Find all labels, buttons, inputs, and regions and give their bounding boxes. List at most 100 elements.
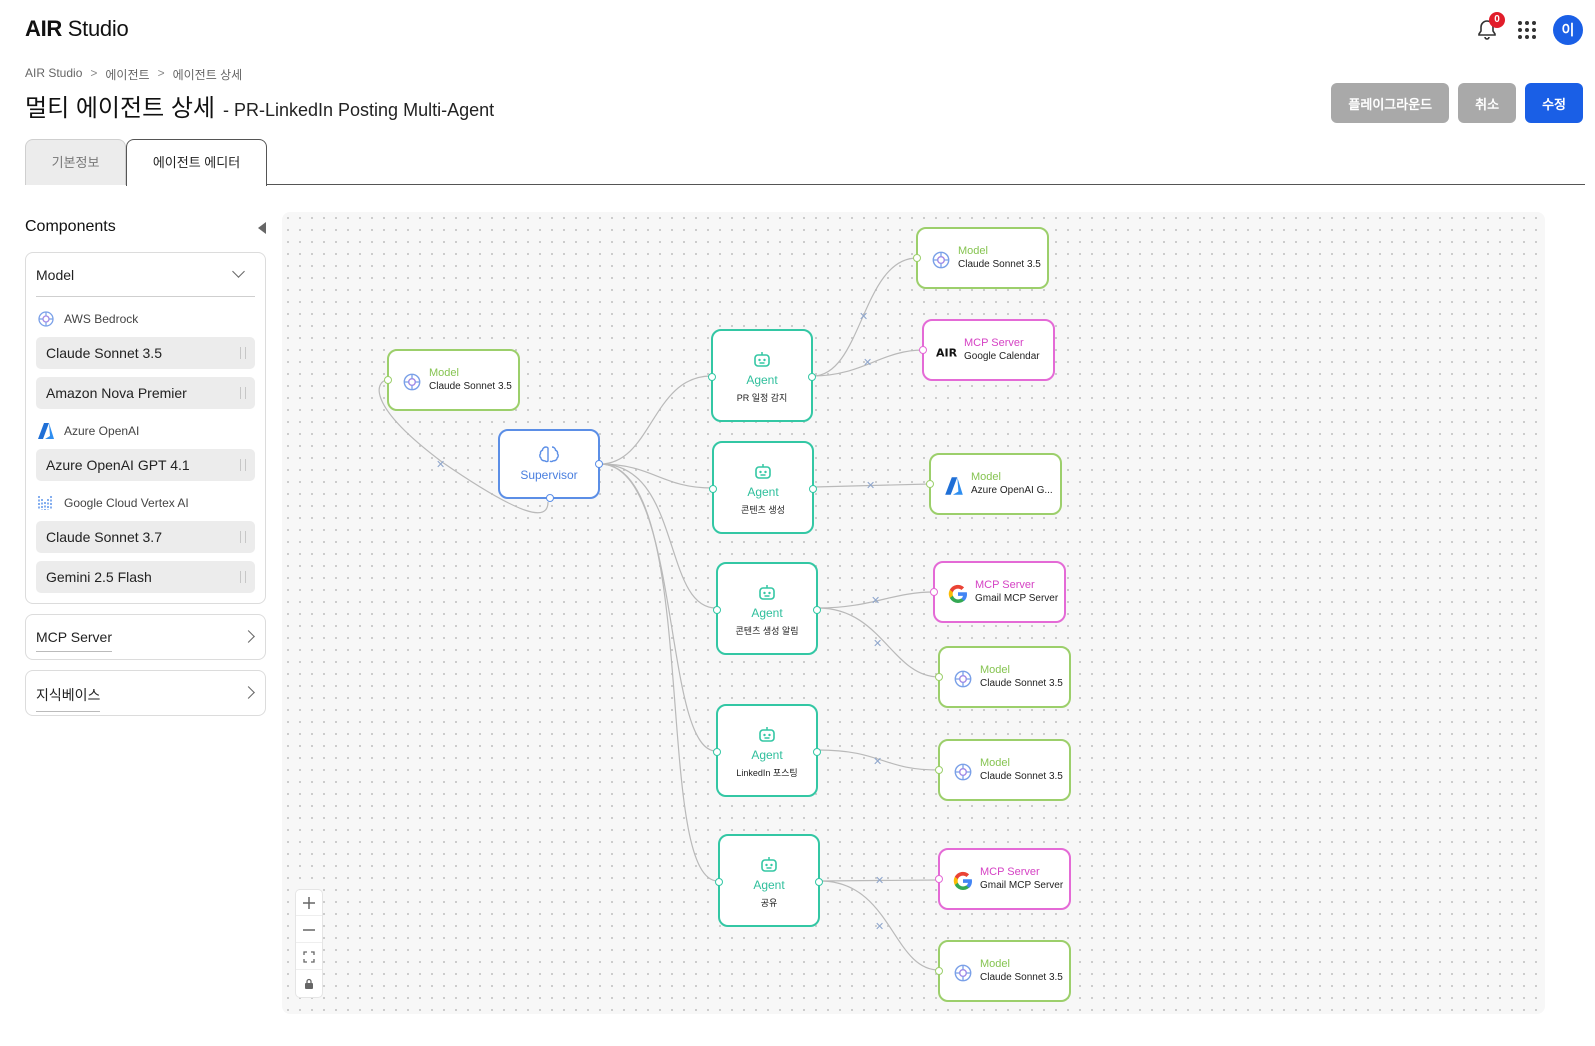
node-supervisor[interactable]: Supervisor — [498, 429, 603, 502]
edge-supervisor-agent-5 — [599, 463, 719, 882]
node-agent-pr-schedule[interactable]: Agent PR 일정 감지 — [708, 329, 816, 422]
drag-handle-icon[interactable] — [240, 531, 246, 543]
node-handle[interactable] — [926, 480, 934, 488]
tab-bar: 기본정보 에이전트 에디터 — [25, 139, 1585, 186]
node-handle[interactable] — [809, 485, 817, 493]
flow-canvas[interactable]: ✕ ✕ ✕ ✕ ✕ ✕ ✕ ✕ ✕ Model Claude Sonnet 3.… — [282, 212, 1545, 1014]
fit-view-button[interactable] — [296, 944, 322, 970]
node-handle[interactable] — [709, 485, 717, 493]
model-item-claude-sonnet-3-7[interactable]: Claude Sonnet 3.7 — [36, 521, 255, 553]
model-item-azure-openai-gpt-4-1[interactable]: Azure OpenAI GPT 4.1 — [36, 449, 255, 481]
robot-icon — [754, 352, 770, 367]
node-handle[interactable] — [384, 376, 392, 384]
breadcrumb-item-air-studio[interactable]: AIR Studio — [25, 66, 83, 80]
node-handle[interactable] — [813, 606, 821, 614]
node-tool-model-1[interactable]: Model Claude Sonnet 3.5 — [913, 227, 1049, 289]
node-agent-linkedin-posting[interactable]: Agent LinkedIn 포스팅 — [713, 704, 821, 797]
components-sidebar: Components Model AWS Bedrock Claude Sonn… — [25, 214, 266, 716]
node-tool-mcp-gmail-2[interactable]: MCP Server Gmail MCP Server — [935, 848, 1071, 910]
notification-badge: 0 — [1489, 12, 1505, 28]
zoom-out-button[interactable] — [296, 917, 322, 943]
node-tool-model-2[interactable]: Model Claude Sonnet 3.5 — [935, 646, 1071, 708]
drag-handle-icon[interactable] — [240, 571, 246, 583]
node-handle[interactable] — [713, 748, 721, 756]
aws-bedrock-icon — [403, 373, 421, 391]
tab-agent-editor[interactable]: 에이전트 에디터 — [126, 139, 267, 186]
playground-button[interactable]: 플레이그라운드 — [1331, 83, 1450, 123]
node-type-label: MCP Server — [975, 579, 1035, 591]
knowledge-base-section-header[interactable]: 지식베이스 — [26, 671, 265, 715]
model-item-amazon-nova-premier[interactable]: Amazon Nova Premier — [36, 377, 255, 409]
node-handle[interactable] — [935, 673, 943, 681]
node-handle[interactable] — [913, 254, 921, 262]
edge-supervisor-agent-1 — [599, 375, 712, 465]
node-tool-mcp-google-calendar[interactable]: AIR MCP Server Google Calendar — [919, 319, 1055, 381]
aws-bedrock-icon — [932, 251, 950, 269]
chevron-right-icon[interactable] — [242, 686, 255, 699]
node-handle[interactable] — [546, 494, 554, 502]
mcp-server-section-header[interactable]: MCP Server — [26, 615, 265, 659]
node-handle[interactable] — [919, 346, 927, 354]
zoom-in-button[interactable] — [296, 890, 322, 916]
node-handle[interactable] — [713, 606, 721, 614]
breadcrumb-item-agents[interactable]: 에이전트 — [105, 68, 150, 82]
node-handle[interactable] — [595, 460, 603, 468]
model-item-claude-sonnet-3-5[interactable]: Claude Sonnet 3.5 — [36, 337, 255, 369]
edge-delete-icon: ✕ — [875, 874, 884, 887]
node-type-label: Agent — [747, 485, 779, 499]
node-handle[interactable] — [708, 373, 716, 381]
node-name-label: 공유 — [760, 898, 778, 908]
lock-icon — [305, 978, 313, 989]
app-logo[interactable]: AIR Studio — [25, 16, 129, 41]
node-name-label: LinkedIn 포스팅 — [736, 768, 798, 778]
mcp-server-section-label: MCP Server — [36, 629, 112, 652]
node-handle[interactable] — [935, 766, 943, 774]
model-section: Model AWS Bedrock Claude Sonnet 3.5 Amaz… — [25, 252, 266, 604]
knowledge-base-section[interactable]: 지식베이스 — [25, 670, 266, 716]
lock-button[interactable] — [296, 971, 322, 997]
edge-delete-icon: ✕ — [436, 458, 445, 471]
robot-icon — [759, 727, 775, 742]
drag-handle-icon[interactable] — [240, 387, 246, 399]
node-tool-model-3[interactable]: Model Claude Sonnet 3.5 — [935, 739, 1071, 801]
edit-button[interactable]: 수정 — [1525, 83, 1583, 123]
node-handle[interactable] — [715, 878, 723, 886]
drag-handle-icon[interactable] — [240, 347, 246, 359]
node-handle[interactable] — [808, 373, 816, 381]
mcp-server-section[interactable]: MCP Server — [25, 614, 266, 660]
apps-grid-icon[interactable] — [1516, 19, 1538, 41]
node-name-label: Gmail MCP Server — [975, 593, 1059, 604]
node-tool-mcp-gmail-1[interactable]: MCP Server Gmail MCP Server — [930, 561, 1066, 623]
edge-delete-icon: ✕ — [873, 637, 882, 650]
edge-supervisor-agent-3 — [599, 463, 717, 609]
knowledge-base-section-label: 지식베이스 — [36, 685, 101, 712]
provider-label: Azure OpenAI — [64, 424, 140, 438]
model-section-header[interactable]: Model — [36, 253, 255, 297]
plus-icon — [303, 896, 315, 909]
tab-basic-info[interactable]: 기본정보 — [25, 139, 126, 185]
brain-icon — [539, 446, 559, 463]
node-handle[interactable] — [935, 875, 943, 883]
edge-agent1-mcp — [812, 349, 924, 377]
node-handle[interactable] — [935, 967, 943, 975]
node-agent-content-notify[interactable]: Agent 콘텐츠 생성 알림 — [713, 562, 821, 655]
node-agent-share[interactable]: Agent 공유 — [715, 834, 823, 927]
model-item-gemini-2-5-flash[interactable]: Gemini 2.5 Flash — [36, 561, 255, 593]
cancel-button[interactable]: 취소 — [1458, 83, 1517, 123]
drag-handle-icon[interactable] — [240, 459, 246, 471]
node-handle[interactable] — [930, 588, 938, 596]
node-name-label: Claude Sonnet 3.5 — [958, 259, 1041, 270]
user-avatar[interactable]: 이 — [1553, 15, 1583, 45]
node-tool-model-azure[interactable]: Model Azure OpenAI G... — [926, 453, 1062, 515]
node-handle[interactable] — [815, 878, 823, 886]
chevron-right-icon[interactable] — [242, 630, 255, 643]
node-tool-model-4[interactable]: Model Claude Sonnet 3.5 — [935, 940, 1071, 1002]
chevron-down-icon[interactable] — [232, 265, 245, 278]
node-handle[interactable] — [813, 748, 821, 756]
node-type-label: MCP Server — [980, 866, 1040, 878]
node-agent-content-generation[interactable]: Agent 콘텐츠 생성 — [709, 441, 817, 534]
collapse-sidebar-icon[interactable] — [258, 222, 266, 234]
node-supervisor-model[interactable]: Model Claude Sonnet 3.5 — [384, 349, 520, 411]
azure-icon — [945, 477, 963, 495]
canvas-controls — [296, 890, 322, 997]
